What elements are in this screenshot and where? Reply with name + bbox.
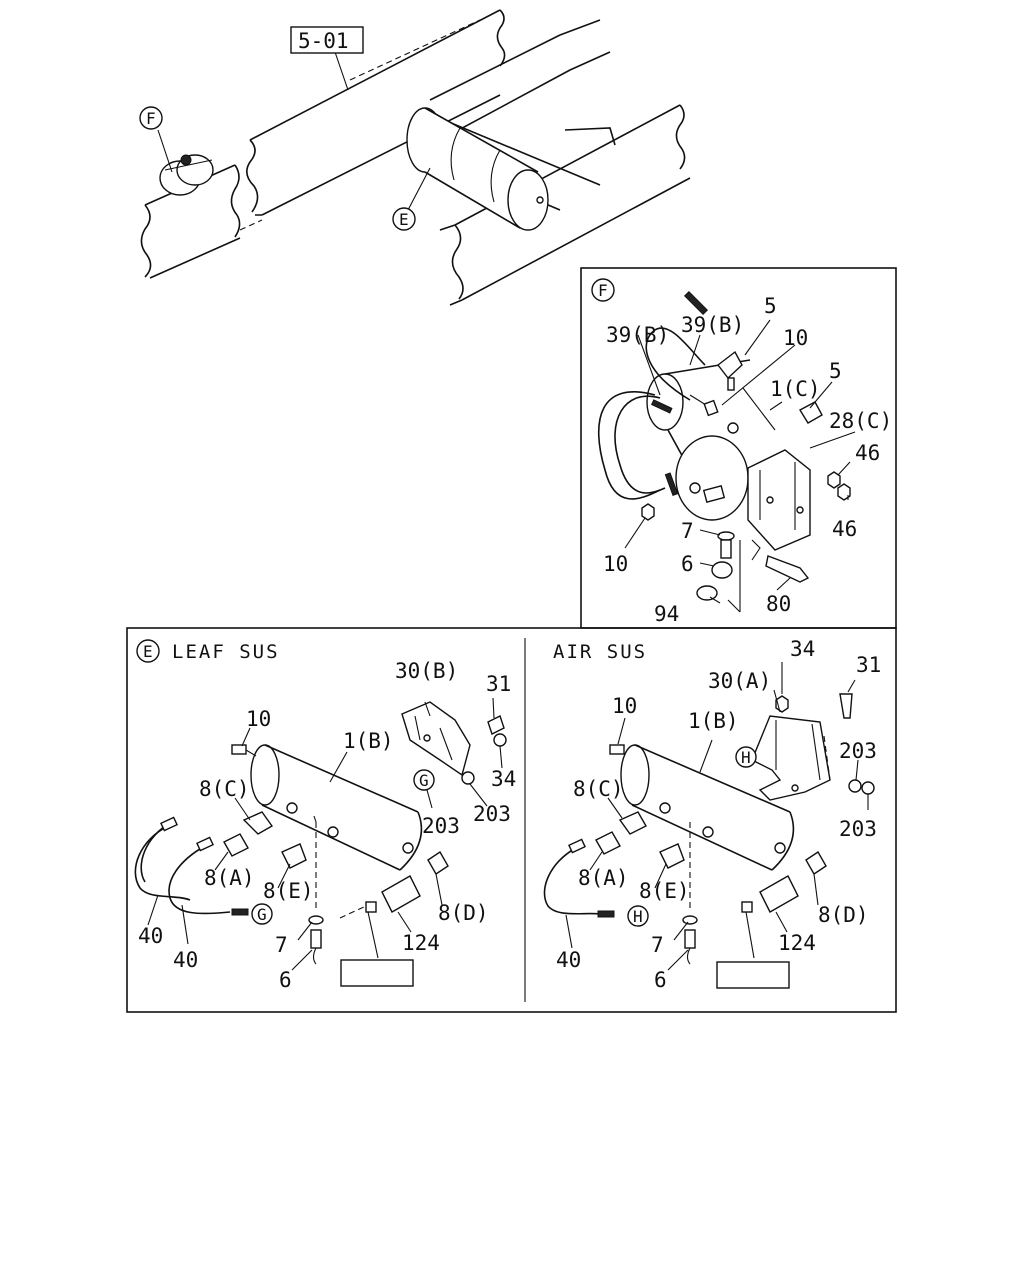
air-ref-box[interactable] [716, 961, 790, 989]
air-label-203-bottom: 203 [839, 817, 877, 841]
leaf-sus-labels: 30(B) 31 10 1(B) 8(C) 34 203 203 8(A) 8(… [138, 659, 516, 992]
leaf-label-8a: 8(A) [204, 866, 255, 890]
air-label-8e: 8(E) [639, 879, 690, 903]
label-46-bottom: 46 [832, 517, 857, 541]
label-7: 7 [681, 519, 694, 543]
leaf-label-30b: 30(B) [395, 659, 458, 683]
leaf-label-8e: 8(E) [263, 879, 314, 903]
leaf-sus-header: E LEAF SUS [136, 639, 280, 663]
detail-f-callout[interactable]: F [591, 278, 615, 302]
leaf-label-8c: 8(C) [199, 777, 250, 801]
overview-ref-box[interactable]: 5-01 [290, 26, 364, 54]
label-5-top: 5 [764, 294, 777, 318]
air-label-8a: 8(A) [578, 866, 629, 890]
label-39b-left: 39(B) [606, 323, 669, 347]
label-1c: 1(C) [770, 377, 821, 401]
leaf-label-1b: 1(B) [343, 729, 394, 753]
air-sus-title: AIR SUS [553, 641, 647, 663]
leaf-label-8d: 8(D) [438, 901, 489, 925]
overview-callout-e[interactable]: E [392, 207, 416, 231]
detail-e-frame [126, 627, 897, 1013]
air-label-40: 40 [556, 948, 581, 972]
leaf-g-callout-bracket[interactable]: G [413, 769, 435, 791]
leaf-sus-callout-text: E [143, 642, 153, 661]
leaf-label-6: 6 [279, 968, 292, 992]
label-80: 80 [766, 592, 791, 616]
detail-f-labels: 39(B) 39(B) 5 10 1(C) 5 28(C) 46 46 10 7… [603, 294, 892, 626]
leaf-g-callout-hose[interactable]: G [251, 903, 273, 925]
leaf-sus-callout-circle [136, 639, 160, 663]
leaf-g-hose-text: G [257, 905, 267, 924]
label-46-top: 46 [855, 441, 880, 465]
air-label-203-top: 203 [839, 739, 877, 763]
detail-f-callout-text: F [598, 281, 608, 300]
label-10-top: 10 [783, 326, 808, 350]
air-label-31: 31 [856, 653, 881, 677]
leaf-label-40-left: 40 [138, 924, 163, 948]
leaf-sus-title: LEAF SUS [172, 641, 280, 663]
air-h-hose-text: H [633, 907, 643, 926]
air-sus-labels: 34 31 30(A) 10 1(B) 203 203 8(C) 8(A) 8(… [556, 637, 881, 992]
label-6: 6 [681, 552, 694, 576]
leaf-label-124: 124 [402, 931, 440, 955]
overview-callout-f-text: F [146, 109, 156, 128]
air-label-30a: 30(A) [708, 669, 771, 693]
leaf-label-40-right: 40 [173, 948, 198, 972]
leaf-label-203-right: 203 [473, 802, 511, 826]
air-label-34: 34 [790, 637, 815, 661]
label-10-bottom: 10 [603, 552, 628, 576]
air-label-6: 6 [654, 968, 667, 992]
air-h-callout-hose[interactable]: H [627, 905, 649, 927]
air-label-8d: 8(D) [818, 903, 869, 927]
air-sus-header: AIR SUS [553, 641, 647, 663]
overview-callout-e-text: E [399, 210, 409, 229]
detail-f-drawing [598, 290, 856, 613]
overview-callout-f[interactable]: F [139, 106, 163, 130]
air-label-1b: 1(B) [688, 709, 739, 733]
air-label-124: 124 [778, 931, 816, 955]
air-h-callout-text: H [741, 748, 751, 767]
air-label-7: 7 [651, 933, 664, 957]
label-28c: 28(C) [829, 409, 892, 433]
label-39b-right: 39(B) [681, 313, 744, 337]
air-h-callout-bracket[interactable]: H [735, 746, 757, 768]
overview-ref-text: 5-01 [298, 29, 349, 53]
label-5-right: 5 [829, 359, 842, 383]
air-label-8c: 8(C) [573, 777, 624, 801]
leaf-label-34: 34 [491, 767, 516, 791]
leaf-label-203-left: 203 [422, 814, 460, 838]
leaf-g-callout-text: G [419, 771, 429, 790]
leaf-label-10: 10 [246, 707, 271, 731]
air-label-10: 10 [612, 694, 637, 718]
label-94: 94 [654, 602, 679, 626]
leaf-label-31: 31 [486, 672, 511, 696]
leaf-sus-drawing [134, 697, 507, 971]
leaf-label-7: 7 [275, 933, 288, 957]
overview-frame-drawing [140, 9, 691, 306]
leaf-ref-box[interactable] [340, 959, 414, 987]
air-sus-drawing [543, 662, 875, 971]
